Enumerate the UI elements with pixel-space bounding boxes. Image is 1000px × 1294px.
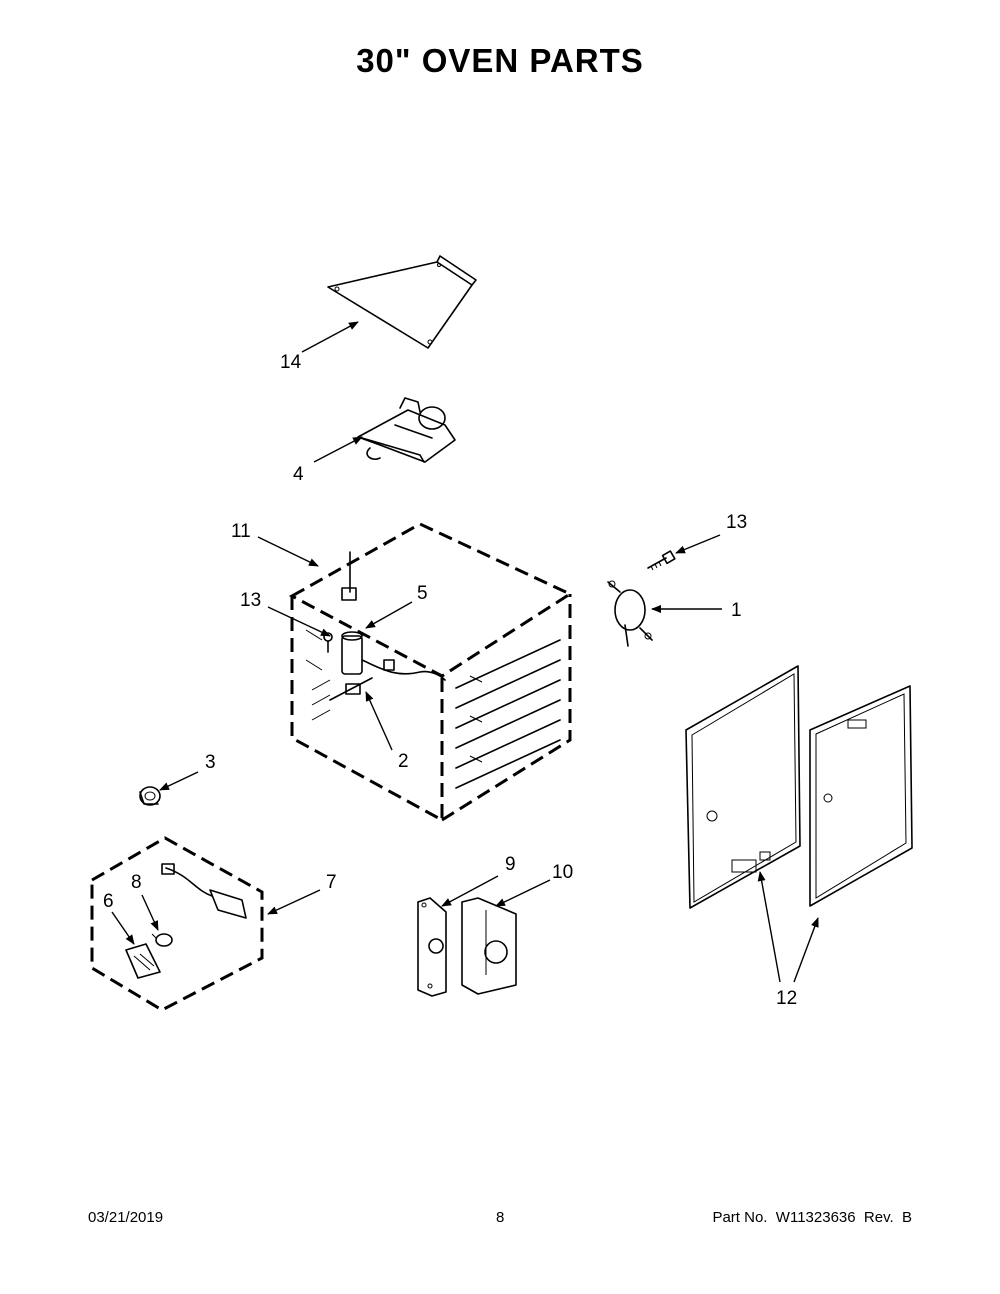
callout-2: 2: [398, 751, 409, 772]
oven-rack-guides: [455, 639, 561, 789]
part-9-hinge-left: [417, 897, 447, 997]
cavity-bracket-top: [341, 551, 357, 601]
callout-7: 7: [326, 872, 337, 893]
part-3-knob: [139, 786, 161, 806]
footer-part-number: Part No. W11323636 Rev. B: [712, 1209, 912, 1226]
callout-6: 6: [103, 891, 114, 912]
callout-14: 14: [280, 352, 302, 373]
callout-3: 3: [205, 752, 216, 773]
callout-1: 1: [731, 600, 742, 621]
part-2-sensor: [329, 677, 373, 701]
part-5-element-connector: [341, 631, 446, 681]
part-13-screw-left: [323, 632, 333, 653]
part-8-light-bulb: [151, 933, 173, 947]
callout-9: 9: [505, 854, 516, 875]
page-title: 30" OVEN PARTS: [356, 42, 644, 79]
footer-page-number: 8: [496, 1209, 505, 1226]
callout-8: 8: [131, 872, 142, 893]
part-7-light-assembly: [90, 836, 264, 1012]
part-11-oven-cavity: [288, 522, 574, 823]
part-12-side-panel-left: [685, 665, 801, 909]
part-13-screw-right: [647, 550, 676, 571]
footer-date: 03/21/2019: [88, 1209, 164, 1226]
callout-12: 12: [776, 988, 797, 1009]
part-6-light-lens: [125, 943, 161, 979]
part-1-thermostat: [607, 580, 653, 647]
callout-13-right: 13: [726, 512, 747, 533]
part-10-hinge-right: [461, 897, 517, 995]
part-4-door-latch: [357, 397, 456, 463]
callout-5: 5: [417, 583, 428, 604]
part-12-side-panel-right: [809, 685, 913, 907]
callout-4: 4: [293, 464, 304, 485]
callout-10: 10: [552, 862, 573, 883]
callout-11: 11: [231, 521, 251, 542]
callout-13-left: 13: [240, 590, 261, 611]
part-14-vent-plate: [327, 255, 477, 349]
